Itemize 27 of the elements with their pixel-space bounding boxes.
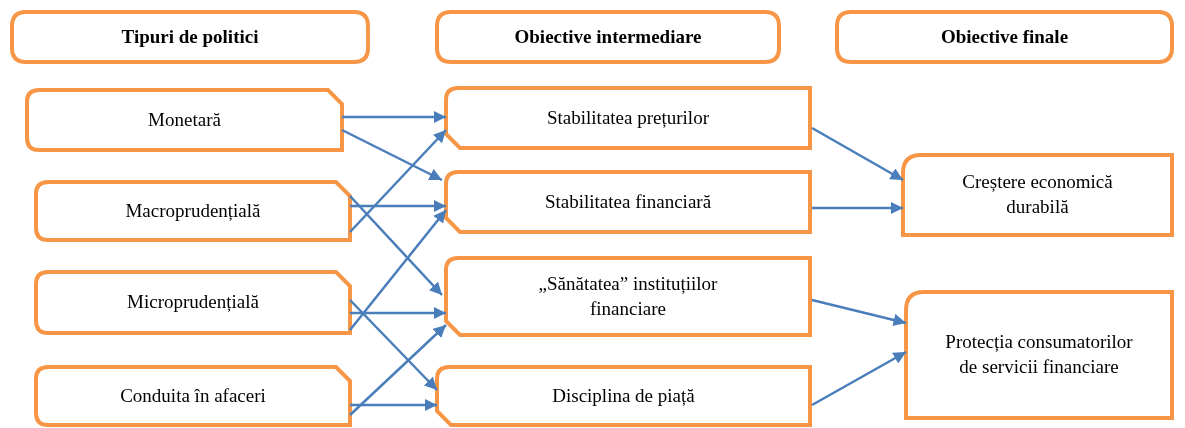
arrow <box>342 110 446 124</box>
arrow <box>811 126 904 182</box>
arrow <box>349 324 447 416</box>
node-label: Stabilitatea financiară <box>544 189 712 214</box>
arrow <box>350 306 446 320</box>
node-label: „Sănătatea” instituțiilor financiare <box>537 271 719 321</box>
node-label: Disciplina de piață <box>552 383 695 408</box>
arrow <box>349 209 447 331</box>
node-label: Microprudențială <box>127 290 259 315</box>
arrow <box>811 350 907 407</box>
node-label: Conduita în afaceri <box>120 383 266 408</box>
column-heading: Tipuri de politici <box>121 24 259 49</box>
node-label: Creștere economică durabilă <box>961 170 1114 219</box>
arrow <box>349 195 443 296</box>
node-label: Monetară <box>148 107 221 132</box>
arrow <box>349 129 447 233</box>
column-heading: Obiective intermediare <box>514 24 702 49</box>
arrow <box>350 398 437 412</box>
arrow <box>341 128 443 182</box>
node-label: Macroprudențială <box>125 198 261 223</box>
arrow <box>812 201 903 215</box>
column-heading: Obiective finale <box>940 24 1069 49</box>
arrow <box>349 299 438 391</box>
arrow <box>350 199 446 213</box>
node-label: Stabilitatea prețurilor <box>547 105 709 130</box>
arrow <box>811 298 907 327</box>
node-label: Protecția consumatorilor de servicii financiare <box>944 330 1134 379</box>
